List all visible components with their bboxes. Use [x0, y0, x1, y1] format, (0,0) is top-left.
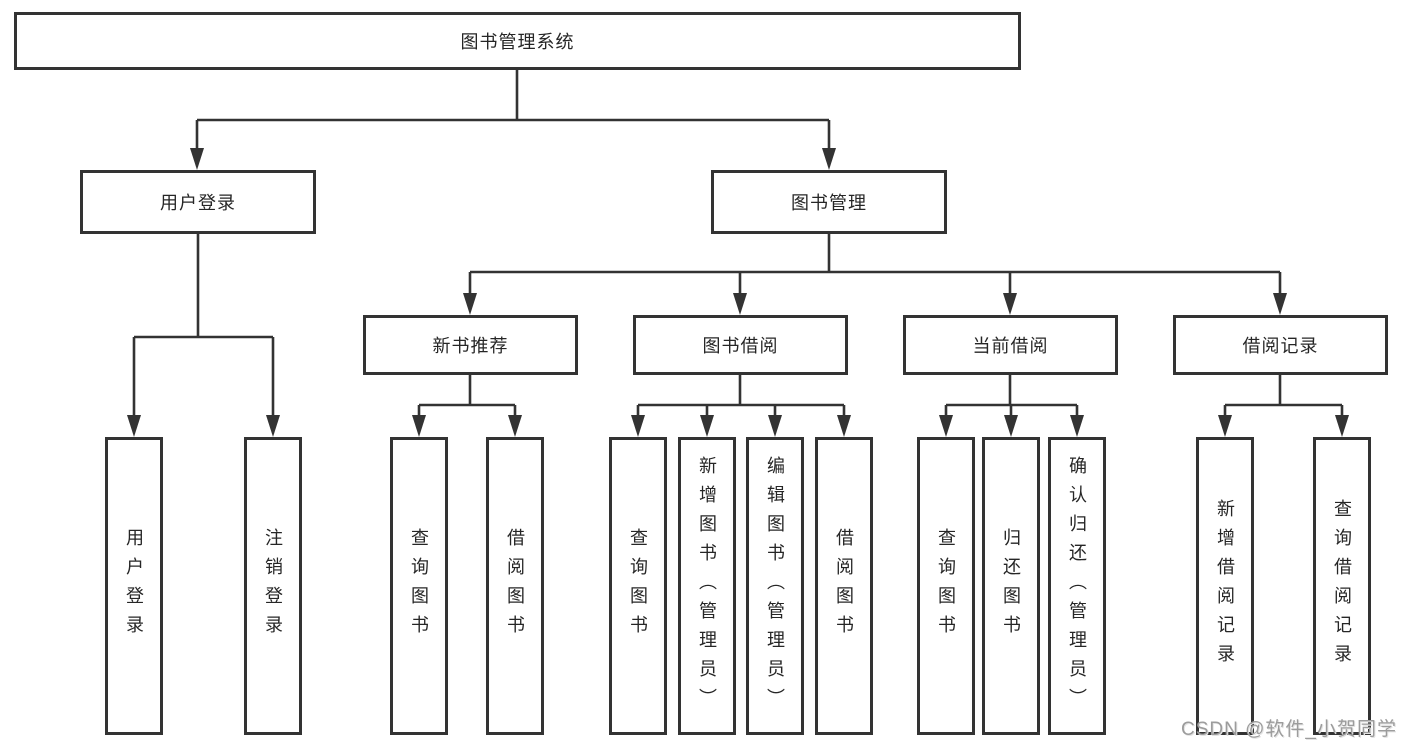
- leaf-logout: 注销登录: [244, 437, 302, 735]
- leaf-add-borrow-record: 新增借阅记录: [1196, 437, 1254, 735]
- node-label: 查询借阅记录: [1332, 499, 1352, 673]
- node-new-book-recommend: 新书推荐: [363, 315, 578, 375]
- leaf-add-books-admin: 新增图书（管理员）: [678, 437, 736, 735]
- leaf-return-books: 归还图书: [982, 437, 1040, 735]
- node-current-borrow: 当前借阅: [903, 315, 1118, 375]
- node-label: 图书管理系统: [460, 32, 575, 52]
- node-label: 查询图书: [936, 528, 956, 644]
- node-root-system: 图书管理系统: [14, 12, 1021, 70]
- node-label: 借阅图书: [834, 528, 854, 644]
- node-label: 用户登录: [160, 193, 236, 213]
- leaf-edit-books-admin: 编辑图书（管理员）: [746, 437, 804, 735]
- csdn-watermark: CSDN @软件_小贺同学: [1181, 719, 1397, 740]
- node-label: 查询图书: [628, 528, 648, 644]
- leaf-query-books-recommend: 查询图书: [390, 437, 448, 735]
- node-label: 新增借阅记录: [1215, 499, 1235, 673]
- node-label: 编辑图书（管理员）: [765, 455, 785, 717]
- node-label: 归还图书: [1001, 528, 1021, 644]
- node-user-login: 用户登录: [80, 170, 316, 234]
- node-label: 当前借阅: [972, 336, 1049, 356]
- leaf-query-books-current: 查询图书: [917, 437, 975, 735]
- leaf-user-login: 用户登录: [105, 437, 163, 735]
- leaf-query-books-borrow: 查询图书: [609, 437, 667, 735]
- node-label: 注销登录: [263, 528, 283, 644]
- node-borrow-records: 借阅记录: [1173, 315, 1388, 375]
- node-label: 图书借阅: [702, 336, 779, 356]
- node-label: 图书管理: [791, 193, 867, 213]
- node-label: 新书推荐: [432, 336, 509, 356]
- node-label: 确认归还（管理员）: [1067, 455, 1087, 717]
- leaf-borrow-books-recommend: 借阅图书: [486, 437, 544, 735]
- node-label: 新增图书（管理员）: [697, 455, 717, 717]
- node-book-borrow: 图书借阅: [633, 315, 848, 375]
- node-book-management: 图书管理: [711, 170, 947, 234]
- node-label: 查询图书: [409, 528, 429, 644]
- node-label: 用户登录: [124, 528, 144, 644]
- leaf-confirm-return-admin: 确认归还（管理员）: [1048, 437, 1106, 735]
- leaf-query-borrow-record: 查询借阅记录: [1313, 437, 1371, 735]
- node-label: 借阅记录: [1242, 336, 1319, 356]
- node-label: 借阅图书: [505, 528, 525, 644]
- leaf-borrow-books: 借阅图书: [815, 437, 873, 735]
